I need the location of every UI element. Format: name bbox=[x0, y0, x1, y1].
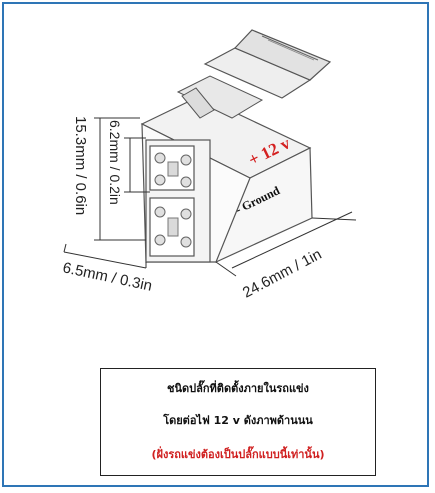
label-height-total: 15.3mm / 0.6in bbox=[72, 116, 89, 215]
label-height-pin: 6.2mm / 0.2in bbox=[107, 120, 123, 205]
note-line-1: ชนิดปลั๊กที่ติดตั้งภายในรถแข่ง bbox=[167, 382, 309, 395]
dimension-length bbox=[215, 211, 357, 277]
dimension-height-total bbox=[94, 117, 146, 241]
connector-diagram: 15.3mm / 0.6in 6.2mm / 0.2in 6.5mm / 0.3… bbox=[61, 29, 357, 302]
note-line-2: โดยต่อไฟ 12 v ดังภาพด้านนน bbox=[163, 414, 313, 427]
note-line-3-warning: (ฝั่งรถแข่งต้องเป็นปลั๊กแบบนี้เท่านั้น) bbox=[151, 448, 325, 461]
pin-cavity-top bbox=[149, 145, 195, 191]
dimension-height-pin bbox=[124, 137, 150, 193]
label-width: 6.5mm / 0.3in bbox=[61, 259, 153, 295]
pin-cavity-bottom bbox=[149, 197, 195, 257]
connector-latch bbox=[176, 29, 332, 119]
note-box: ชนิดปลั๊กที่ติดตั้งภายในรถแข่ง โดยต่อไฟ … bbox=[100, 368, 376, 476]
dimension-width bbox=[63, 243, 147, 269]
label-length: 24.6mm / 1in bbox=[240, 246, 325, 302]
